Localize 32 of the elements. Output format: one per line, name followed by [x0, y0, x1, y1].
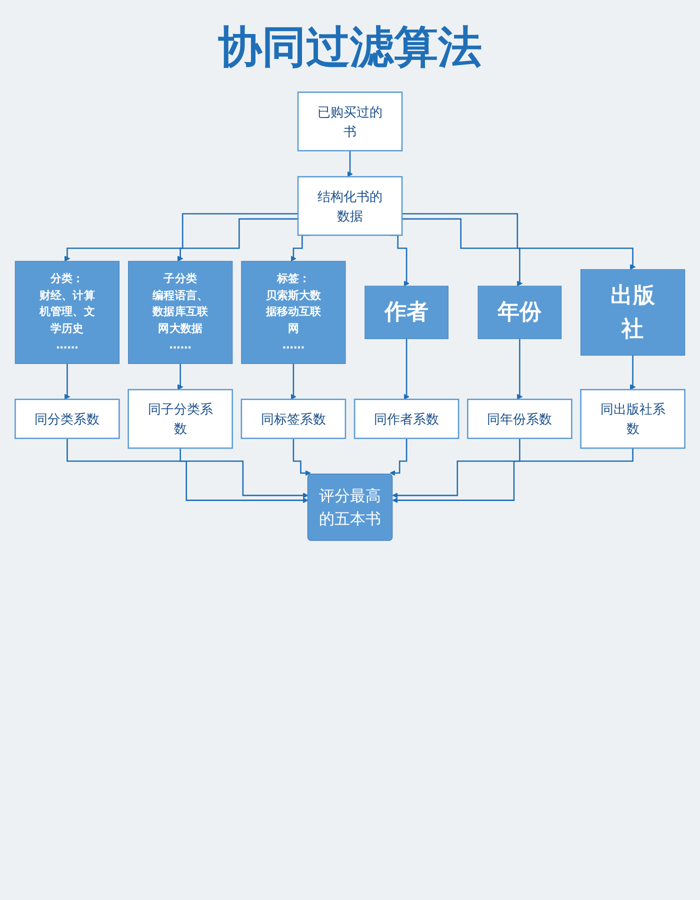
node-box: 同出版社系数 [580, 388, 686, 449]
node-box: 标签： 贝索斯大数据移动互联网 …… [241, 260, 346, 364]
node-box: 年份 [478, 286, 562, 340]
node-box: 已购买过的书 [297, 92, 403, 152]
arrow [392, 438, 520, 498]
diagram-title: 协同过滤算法 [218, 21, 482, 75]
node-box: 结构化书的数据 [297, 176, 403, 236]
node-box: 同作者系数 [354, 398, 460, 440]
arrow [402, 218, 523, 286]
arrow [64, 213, 298, 262]
arrow [390, 438, 408, 476]
arrow [290, 362, 296, 400]
arrow [404, 338, 410, 400]
arrow [402, 213, 636, 270]
arrow [392, 447, 634, 504]
arrow [292, 438, 311, 476]
arrow [180, 447, 308, 498]
arrow [177, 218, 298, 262]
arrow [64, 362, 70, 400]
node-box: 作者 [364, 286, 448, 340]
arrow [630, 354, 636, 390]
node-box: 子分类 编程语言、数据库互联网大数据 …… [128, 260, 233, 364]
arrow [516, 338, 523, 400]
node-box: 出版社 [580, 269, 686, 356]
arrow [66, 438, 308, 504]
node-box: 同标签系数 [240, 398, 346, 440]
arrow [347, 150, 353, 177]
node-box: 同子分类系数 [128, 388, 233, 449]
arrow [177, 362, 184, 390]
node-box: 同分类系数 [14, 398, 120, 440]
node-box: 同年份系数 [467, 398, 572, 440]
node-box: 分类： 财经、计算机管理、文学历史 …… [14, 260, 120, 364]
